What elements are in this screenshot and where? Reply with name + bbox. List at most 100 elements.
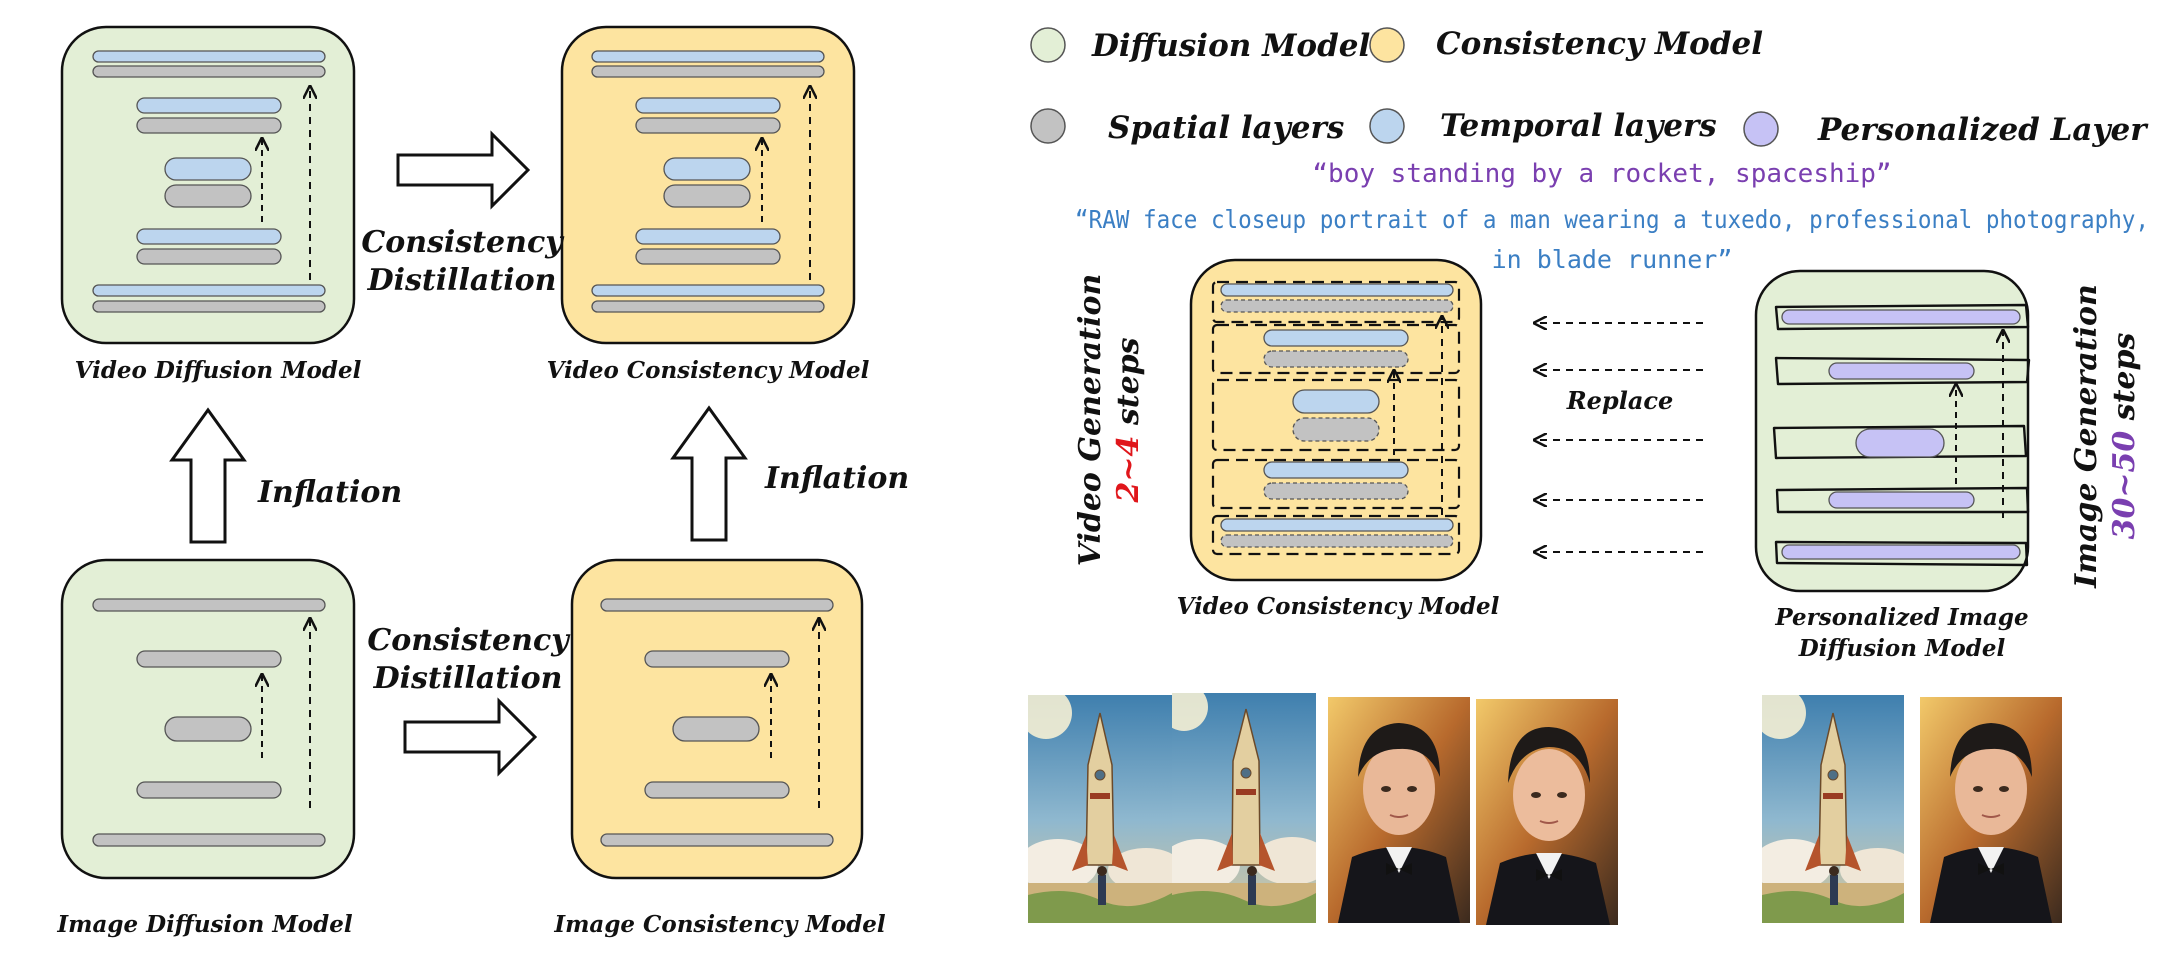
personalized-layer xyxy=(1781,544,2021,560)
temporal-layer xyxy=(92,284,326,297)
right-video-consistency-model-label: Video Consistency Model xyxy=(1177,593,1500,620)
video-steps-line: 2~4 steps xyxy=(1111,337,1146,503)
legend-temporal-swatch xyxy=(1369,108,1405,144)
spatial-layer xyxy=(600,598,834,612)
replace-label: Replace xyxy=(1566,386,1674,415)
spatial-layer xyxy=(1263,350,1409,368)
video-consistency-model-label: Video Consistency Model xyxy=(547,357,870,384)
spatial-layer xyxy=(92,300,326,313)
replace-arrows xyxy=(1536,323,1703,552)
temporal-layer xyxy=(1220,518,1454,532)
spatial-layer xyxy=(164,184,252,208)
spatial-layer xyxy=(672,716,760,742)
video-consistency-model-box xyxy=(560,25,856,345)
spatial-layer xyxy=(136,248,282,265)
inflation-arrow xyxy=(670,405,748,542)
legend: Diffusion Model Consistency Model Spatia… xyxy=(1030,26,2149,148)
spatial-layer xyxy=(591,300,825,313)
consistency-distillation-label-bottom-1: Consistency xyxy=(367,623,571,658)
legend-personalized-swatch xyxy=(1743,111,1779,147)
video-diffusion-model-box xyxy=(60,25,356,345)
legend-spatial-swatch xyxy=(1030,108,1066,144)
spatial-layer xyxy=(1220,534,1454,548)
temporal-layer xyxy=(1292,389,1380,414)
portrait-image xyxy=(1476,699,1618,925)
temporal-layer xyxy=(663,157,751,181)
consistency-distillation-label-bottom-2: Distillation xyxy=(373,661,563,696)
video-steps-value: 2~4 xyxy=(1111,436,1146,504)
temporal-layer xyxy=(92,50,326,63)
temporal-layer xyxy=(1263,329,1409,347)
personalized-label-line1: Personalized Image xyxy=(1774,604,2028,631)
personalized-layer xyxy=(1855,428,1945,458)
temporal-layer xyxy=(591,50,825,63)
spatial-layer xyxy=(136,650,282,668)
temporal-layer xyxy=(635,97,781,114)
spatial-layer xyxy=(136,781,282,799)
dashed-layer-frames xyxy=(1211,280,1461,556)
spatial-layer xyxy=(635,117,781,134)
right-video-consistency-model-box xyxy=(1189,258,1483,582)
spatial-layer xyxy=(92,65,326,78)
legend-diffusion-label: Diffusion Model xyxy=(1091,28,1370,64)
temporal-layer xyxy=(136,228,282,245)
spatial-layer xyxy=(600,833,834,847)
image-generation-label: Image Generation xyxy=(2069,284,2104,589)
prompt-rocket: “boy standing by a rocket, spaceship” xyxy=(1312,159,1891,189)
image-steps-line: 30~50 steps xyxy=(2107,332,2142,539)
portrait-image xyxy=(1328,697,1470,923)
legend-temporal-label: Temporal layers xyxy=(1440,108,1717,144)
spatial-layer xyxy=(591,65,825,78)
prompt-portrait-line1: “RAW face closeup portrait of a man wear… xyxy=(1075,205,2149,234)
temporal-layer xyxy=(1263,461,1409,479)
image-generation-vertical-label: Image Generation 30~50 steps xyxy=(2069,284,2142,589)
image-consistency-model-box xyxy=(570,558,864,880)
rocket-scene-image xyxy=(1172,693,1316,923)
image-diffusion-model-label: Image Diffusion Model xyxy=(56,911,352,938)
personalized-layer xyxy=(1828,491,1975,509)
legend-consistency-swatch xyxy=(1369,27,1405,63)
legend-personalized-label: Personalized Layer xyxy=(1817,112,2149,148)
inflation-label-right: Inflation xyxy=(764,461,909,496)
spatial-layer xyxy=(663,184,751,208)
consistency-distillation-label-top-1: Consistency xyxy=(361,225,565,260)
inflation-label-left: Inflation xyxy=(257,475,402,510)
spatial-layer xyxy=(1263,482,1409,500)
inflation-arrow xyxy=(169,407,247,544)
portrait-image xyxy=(1920,697,2062,923)
sketch-layer-frames xyxy=(1772,303,2031,567)
spatial-layer xyxy=(92,598,326,612)
distillation-arrow xyxy=(403,697,538,777)
rocket-scene-image xyxy=(1762,695,1904,923)
temporal-layer xyxy=(136,97,282,114)
image-steps-value: 30~50 xyxy=(2107,431,2142,540)
personalized-layer xyxy=(1781,309,2021,325)
consistency-distillation-label-top-2: Distillation xyxy=(367,263,557,298)
spatial-layer xyxy=(92,833,326,847)
legend-diffusion-swatch xyxy=(1030,27,1066,63)
spatial-layer xyxy=(644,781,790,799)
image-consistency-model-label: Image Consistency Model xyxy=(553,911,886,938)
image-diffusion-model-box xyxy=(60,558,356,880)
video-diffusion-model-label: Video Diffusion Model xyxy=(75,357,362,384)
temporal-layer xyxy=(164,157,252,181)
temporal-layer xyxy=(635,228,781,245)
personalized-label-line2: Diffusion Model xyxy=(1798,635,2006,662)
spatial-layer xyxy=(644,650,790,668)
video-steps-word: steps xyxy=(1111,337,1146,426)
spatial-layer xyxy=(164,716,252,742)
temporal-layer xyxy=(1220,283,1454,297)
personalized-layer xyxy=(1828,362,1975,380)
rocket-scene-image xyxy=(1028,695,1172,923)
distillation-arrow xyxy=(396,130,531,210)
personalized-image-diffusion-model-box xyxy=(1754,269,2031,593)
spatial-layer xyxy=(635,248,781,265)
video-generation-label: Video Generation xyxy=(1073,274,1108,567)
spatial-layer xyxy=(136,117,282,134)
prompt-portrait-line2: in blade runner” xyxy=(1492,245,1733,274)
temporal-layer xyxy=(591,284,825,297)
video-generation-vertical-label: Video Generation 2~4 steps xyxy=(1073,274,1146,567)
spatial-layer xyxy=(1292,417,1380,442)
spatial-layer xyxy=(1220,299,1454,313)
